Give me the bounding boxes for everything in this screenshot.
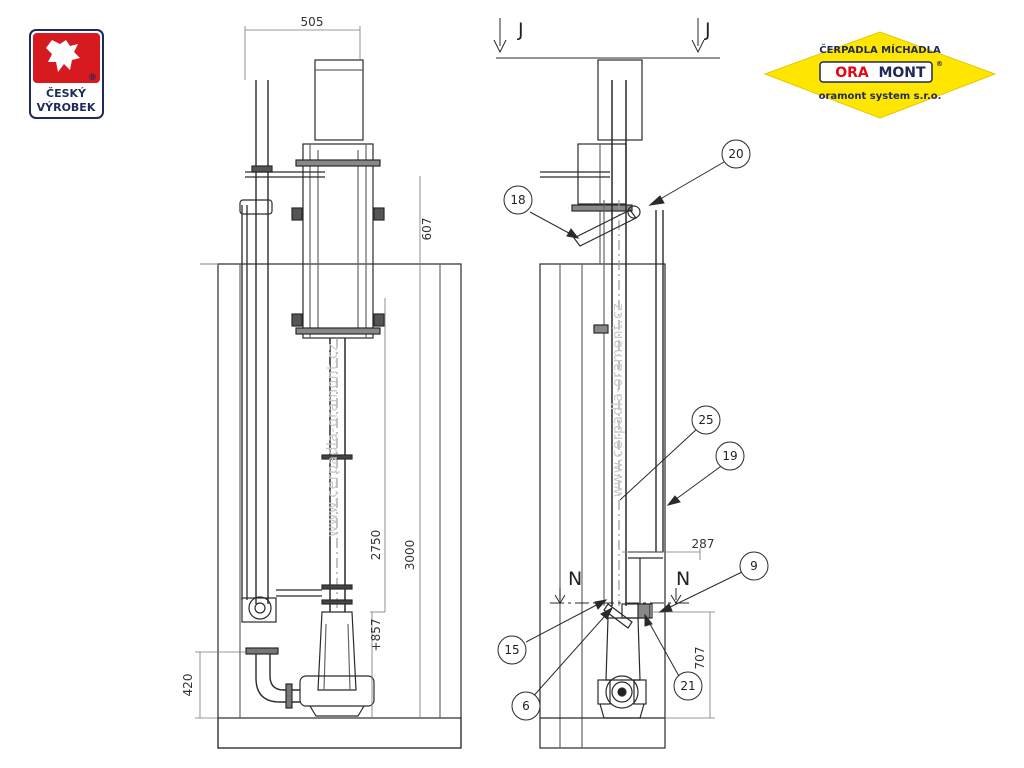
oramont-logo: ČERPADLA MÍCHADLA ORA MONT ® oramont sys… [763,31,997,119]
right-dimensions [622,548,715,719]
pump-flange-right [605,675,639,709]
motor-left [314,59,364,141]
callout-19: 19 [722,449,737,463]
callout-6: 6 [522,699,530,713]
watermark-right: www.cerpadla-oramont.cz [610,303,626,497]
watermark-left: www.cerpadla-oramont.cz [325,343,341,537]
motor-right [597,59,643,141]
callout-18: 18 [510,193,525,207]
left-view [200,59,462,749]
callout-9: 9 [750,559,758,573]
right-view [539,59,666,749]
callout-circle-15 [497,635,527,665]
dim-707: 707 [693,647,707,670]
callout-circle-21 [673,671,703,701]
registered-mark: ® [88,73,97,83]
oramont-top-text: ČERPADLA MÍCHADLA [819,43,941,56]
dim-420: 420 [181,674,195,697]
callout-circle-18 [503,185,533,215]
section-mark-j-left: J [517,19,524,41]
tank-outline-right [539,263,666,749]
dim-287: 287 [692,537,715,551]
callout-circle-6 [511,691,541,721]
dim-505: 505 [301,15,324,29]
dim-3000: 3000 [403,540,417,571]
czech-product-logo: ® ČESKÝ VÝROBEK [29,29,104,119]
callout-leaders [525,161,743,701]
section-marks [493,18,720,604]
valve-left [248,596,272,620]
oramont-brand-right: MONT [878,65,926,81]
oramont-bottom-text: oramont system s.r.o. [819,91,942,102]
callout-21: 21 [680,679,695,693]
dim-2750: 2750 [369,530,383,561]
dim-857: +857 [369,619,383,652]
left-dimensions [195,26,421,719]
dim-607: 607 [420,218,434,241]
section-mark-n-left: N [568,568,582,590]
czech-product-line1: ČESKÝ [46,87,87,100]
callout-circle-19 [715,441,745,471]
callout-circle-9 [739,551,769,581]
callout-circle-20 [721,139,751,169]
callout-circle-25 [691,405,721,435]
callout-15: 15 [504,643,519,657]
pump-column-left [317,611,357,691]
czech-product-line2: VÝROBEK [37,101,96,114]
lion-icon [46,40,80,72]
callout-20: 20 [728,147,743,161]
section-mark-j-right: J [704,19,711,41]
section-mark-n-right: N [676,568,690,590]
tank-floor-left [217,717,462,749]
oramont-registered: ® [936,60,943,68]
pump-volute-left [299,675,375,707]
motor-stand-left [302,143,374,339]
oramont-brand-left: ORA [835,65,869,81]
callout-25: 25 [698,413,713,427]
